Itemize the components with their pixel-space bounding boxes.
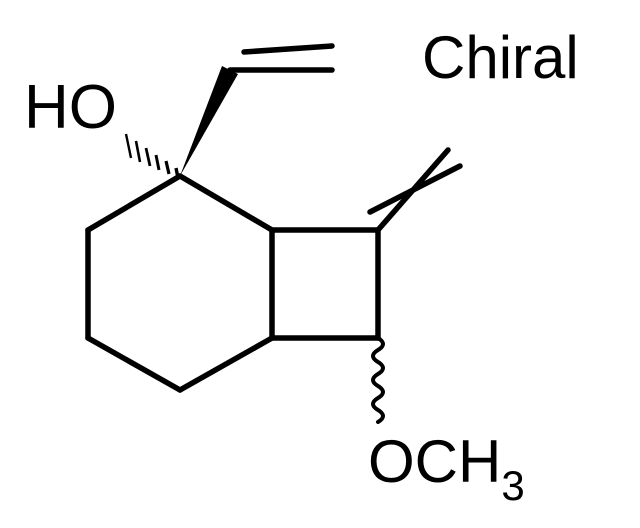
hash-3 [154,154,161,171]
methylene-double-bond [367,147,463,233]
cyclobutane-ring [269,227,381,341]
methoxy-subscript: 3 [501,462,524,509]
methoxy-label-main: OCH [368,428,501,495]
bond-c1-c2 [85,173,183,233]
vinyl-double-bond [227,43,335,73]
chirality-label: Chiral [422,24,579,91]
wavy-bond-methoxy [371,336,385,424]
hash-2 [164,160,171,175]
hash-5 [134,140,142,163]
wedge-bond-vinyl [180,66,238,176]
vinyl-bond-upper [241,43,335,55]
hash-1 [174,167,180,179]
cyclohexane-ring [85,173,275,393]
methoxy-label: OCH3 [368,428,525,509]
bond-c4-c5 [177,335,275,393]
hash-4 [144,147,152,167]
methylene-bond-inner [367,163,463,215]
bond-c3-c4 [85,335,183,393]
hashed-wedge-hydroxyl [124,133,180,179]
hash-6 [124,133,133,159]
bond-c6-c1 [177,173,275,233]
hydroxyl-label: HO [24,73,117,142]
